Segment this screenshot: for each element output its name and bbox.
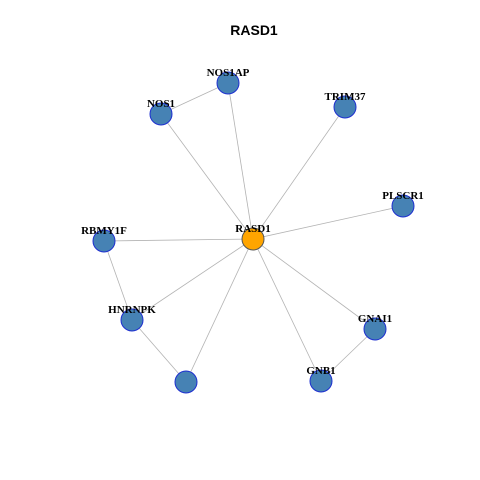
- node-label-gnai1: GNAI1: [358, 313, 392, 325]
- edge-rbmy1f-hnrnpk: [103, 240, 133, 321]
- node-trim37[interactable]: [333, 95, 357, 119]
- node-gnb1[interactable]: [309, 369, 333, 393]
- edge-rasd1-trim37: [252, 106, 346, 240]
- node-nos1[interactable]: [149, 102, 173, 126]
- node-label-gnb1: GNB1: [306, 365, 335, 377]
- node-rasd1[interactable]: [241, 227, 265, 251]
- edge-rasd1-nos1: [160, 113, 254, 240]
- node-nos1ap[interactable]: [216, 71, 240, 95]
- node-gnai1[interactable]: [363, 317, 387, 341]
- edge-nos1-nos1ap: [160, 82, 229, 115]
- node-label-plscr1: PLSCR1: [382, 190, 424, 202]
- edge-rasd1-gnb1: [252, 238, 322, 382]
- node-layer: [92, 71, 415, 394]
- node-hnrnpk[interactable]: [120, 308, 144, 332]
- node-unlabeled[interactable]: [174, 370, 198, 394]
- edge-rasd1-gnai1: [252, 238, 376, 330]
- graph-title: RASD1: [230, 22, 278, 38]
- edge-rasd1-rbmy1f: [103, 238, 254, 242]
- node-label-hnrnpk: HNRNPK: [108, 304, 156, 316]
- node-label-trim37: TRIM37: [325, 91, 366, 103]
- edge-gnai1-gnb1: [320, 328, 376, 382]
- node-label-rasd1: RASD1: [235, 223, 270, 235]
- edge-hnrnpk-unlabeled: [131, 319, 187, 383]
- edge-rasd1-hnrnpk: [131, 238, 254, 321]
- node-label-rbmy1f: RBMY1F: [81, 225, 127, 237]
- edge-rasd1-nos1ap: [227, 82, 254, 240]
- edge-rasd1-unlabeled: [185, 238, 254, 383]
- node-plscr1[interactable]: [391, 194, 415, 218]
- edge-rasd1-plscr1: [252, 205, 404, 240]
- node-label-nos1: NOS1: [147, 98, 175, 110]
- node-rbmy1f[interactable]: [92, 229, 116, 253]
- edge-layer: [103, 82, 404, 383]
- node-label-nos1ap: NOS1AP: [207, 67, 250, 79]
